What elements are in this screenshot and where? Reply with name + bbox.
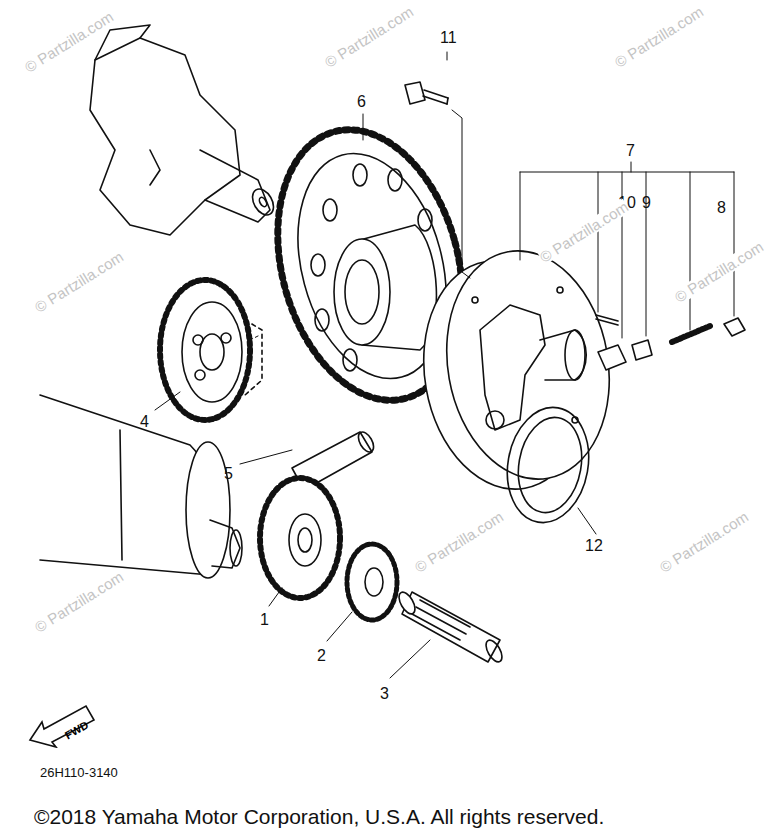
watermark: © Partzilla.com: [672, 239, 766, 305]
callout-number: 2: [317, 648, 326, 664]
splined-shaft: [396, 590, 505, 665]
callout-number: 1: [260, 612, 269, 628]
callout-number: 5: [224, 466, 233, 482]
idler-gear: [160, 280, 262, 420]
watermark: © Partzilla.com: [32, 249, 126, 315]
copyright-caption: ©2018 Yamaha Motor Corporation, U.S.A. A…: [34, 806, 604, 827]
watermark: © Partzilla.com: [32, 569, 126, 635]
diagram-code: 26H110-3140: [40, 766, 118, 779]
leader-line: [155, 52, 734, 678]
callout-number: 6: [357, 94, 366, 110]
callout-number: 4: [140, 414, 149, 430]
callout-number: 9: [642, 195, 651, 211]
starter-clutch-housing: [406, 238, 627, 502]
watermark: © Partzilla.com: [322, 4, 416, 70]
idler-gear: [260, 478, 340, 598]
callout-number: 8: [717, 200, 726, 216]
callout-number: 11: [440, 30, 457, 46]
bolt: [405, 82, 448, 104]
watermark: © Partzilla.com: [537, 199, 631, 265]
direction-arrow: FWD: [28, 700, 108, 748]
callout-number: 3: [380, 686, 389, 702]
washer: [499, 401, 598, 529]
watermark: © Partzilla.com: [412, 509, 506, 575]
idler-gear: [347, 544, 397, 620]
callout-number: 7: [626, 143, 635, 159]
roller-spring-parts: [596, 315, 745, 370]
crankshaft: [90, 25, 278, 235]
watermark: © Partzilla.com: [612, 4, 706, 70]
watermark: © Partzilla.com: [657, 509, 751, 575]
starter-motor: [40, 395, 242, 578]
callout-number: 12: [585, 538, 603, 554]
